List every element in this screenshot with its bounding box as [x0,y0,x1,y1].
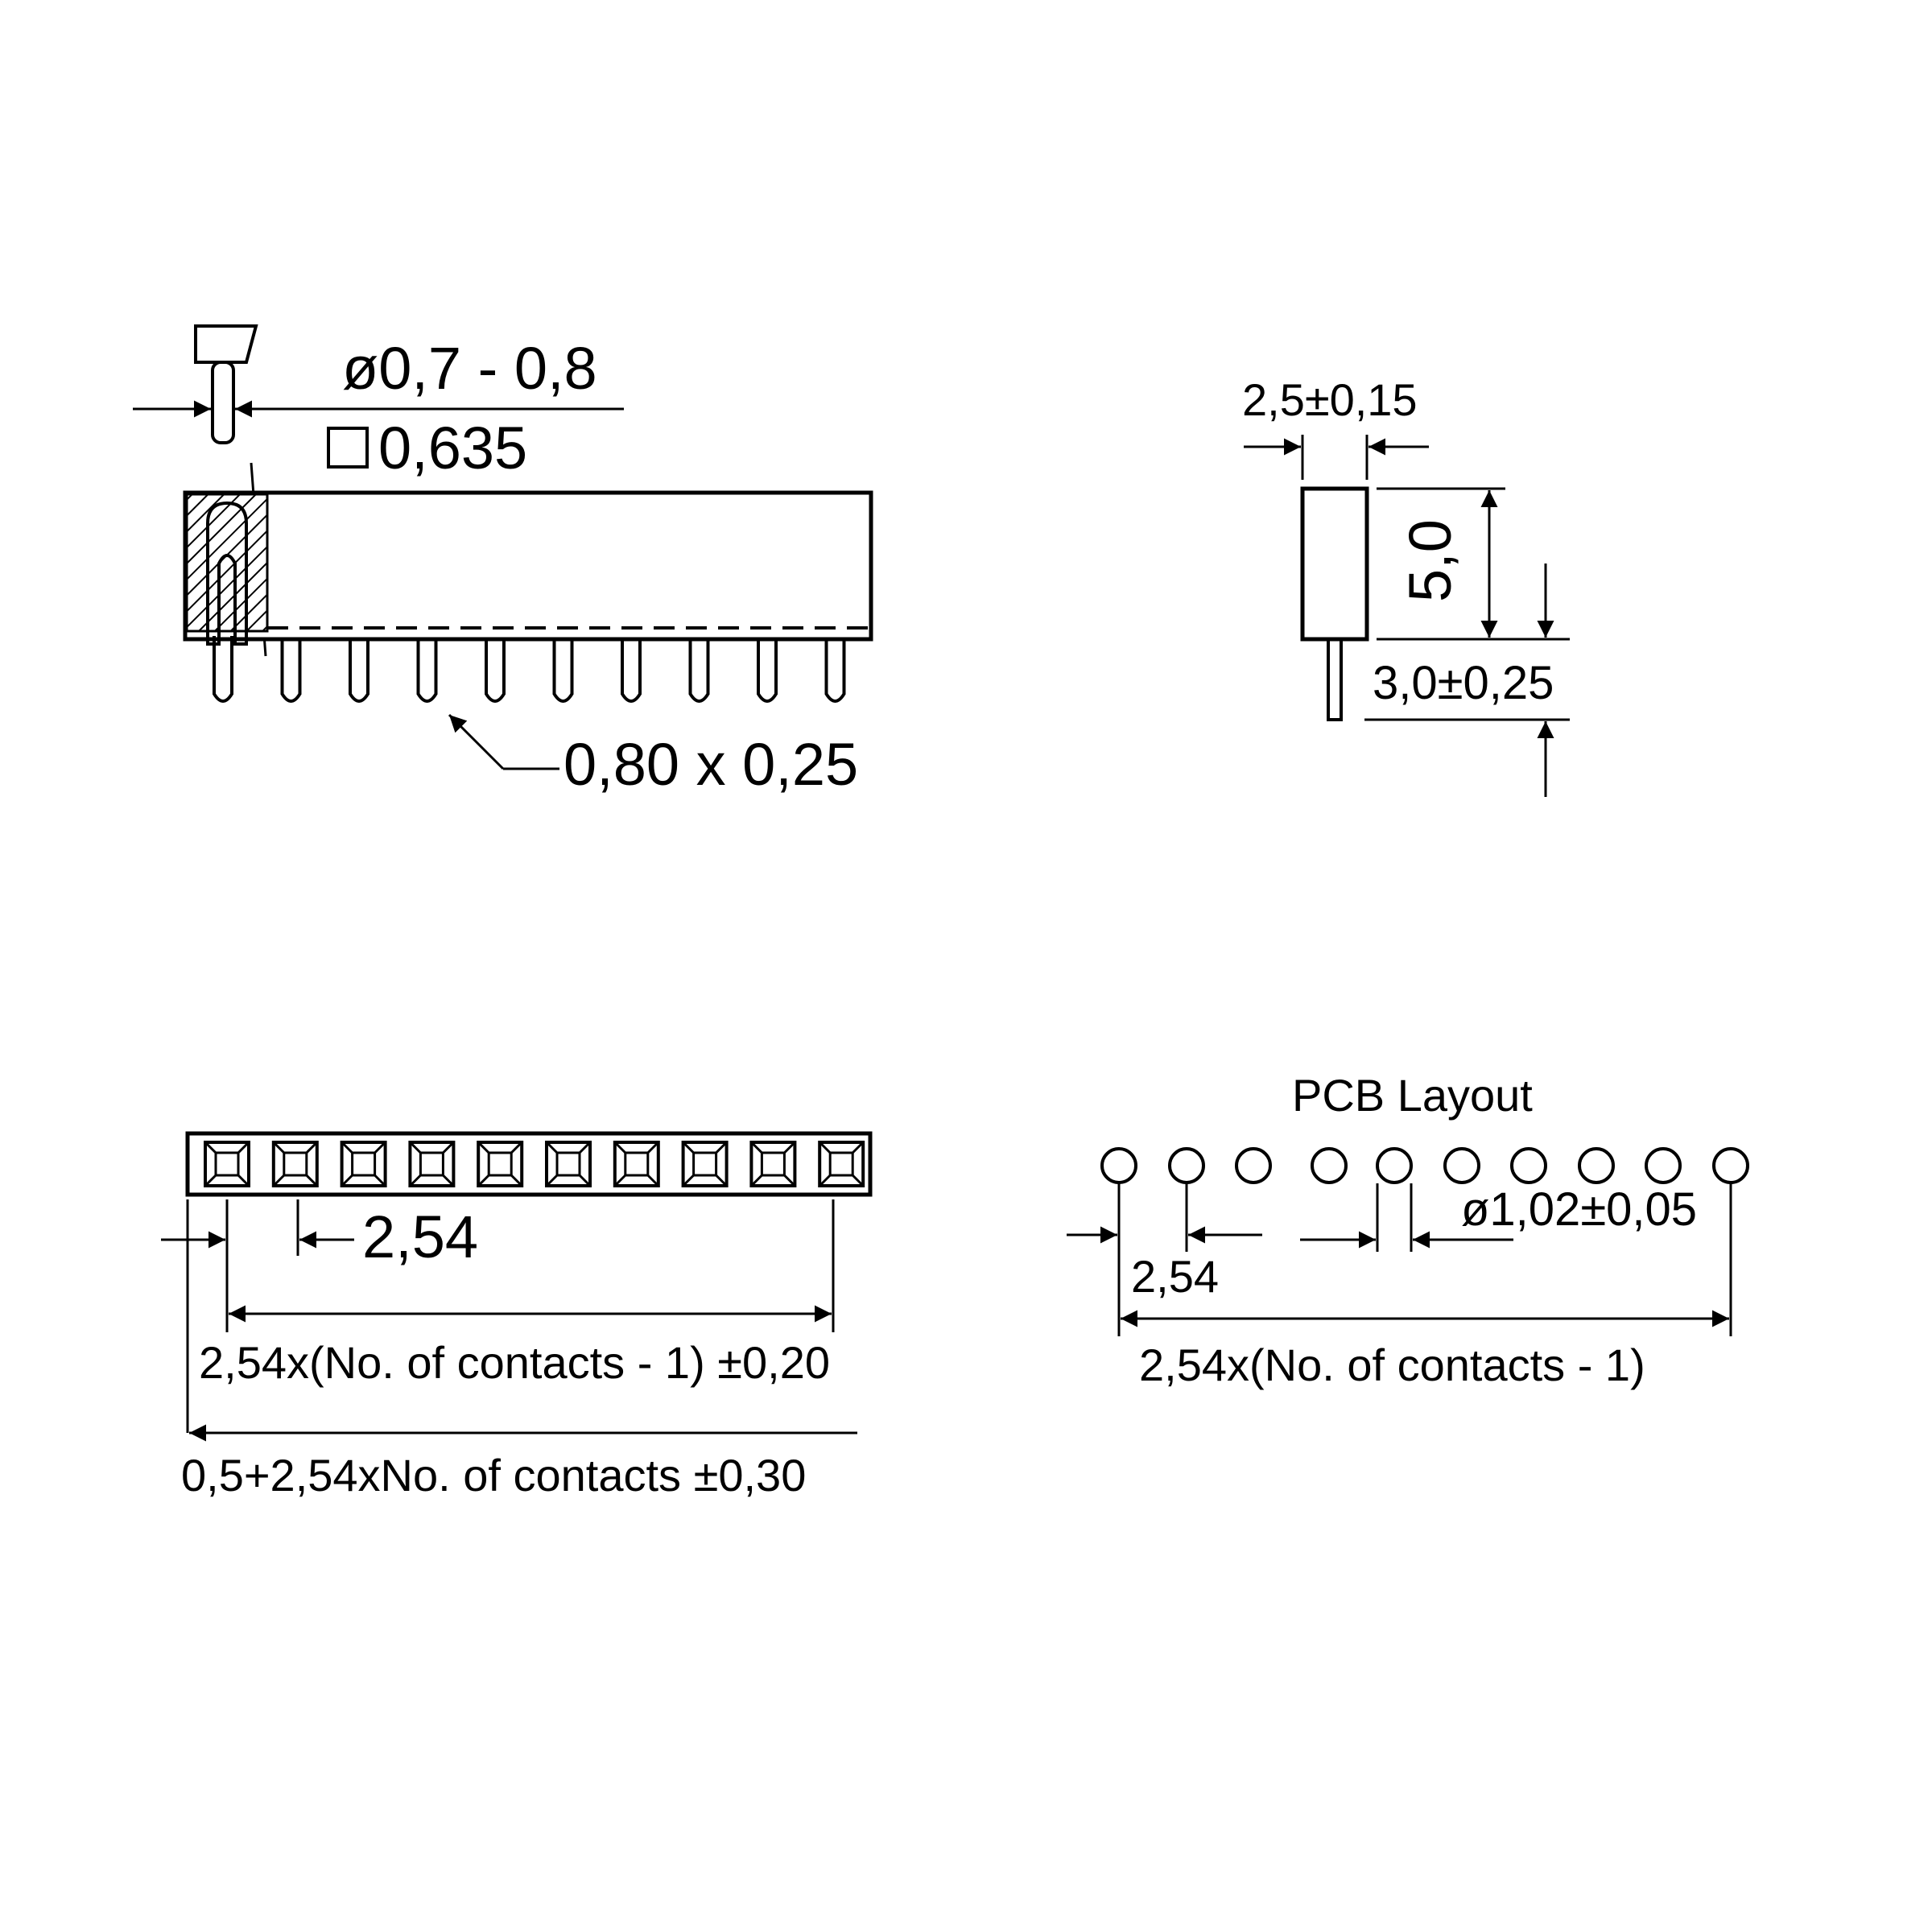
contact-pin [280,641,302,703]
pcb-hole [1443,1147,1480,1184]
pcb-holes [1100,1147,1749,1184]
top-contact-cells [204,1141,865,1187]
top-view: 2,54 2,54x(No. of contacts - 1) ±0,20 0,… [161,1131,873,1501]
contact-cell [818,1141,865,1187]
front-view: ø0,7 - 0,8 0,635 0,80 x 0,25 [133,324,873,798]
contact-cell [340,1141,387,1187]
contact-cell [477,1141,524,1187]
pcb-title: PCB Layout [1292,1070,1533,1121]
contact-cell [613,1141,660,1187]
pcb-hole [1235,1147,1272,1184]
contact-cell [408,1141,456,1187]
top-span-label: 2,54x(No. of contacts - 1) ±0,20 [199,1337,830,1388]
contact-cell [749,1141,797,1187]
pcb-hole [1578,1147,1615,1184]
pcb-hole [1100,1147,1137,1184]
housing-body [183,490,873,642]
pcb-layout: PCB Layout 2,54 ø1,02±0,05 2,54x(No. of … [1067,1070,1749,1390]
top-pitch-label: 2,54 [362,1203,478,1270]
contact-pin [416,641,438,703]
top-total-label: 0,5+2,54xNo. of contacts ±0,30 [181,1450,806,1501]
contact-pin [552,641,574,703]
pcb-hole [1712,1147,1749,1184]
pcb-hole [1168,1147,1205,1184]
pcb-span-label: 2,54x(No. of contacts - 1) [1139,1340,1645,1390]
contact-size-label: 0,80 x 0,25 [564,731,858,798]
side-pin-length-label: 3,0±0,25 [1373,657,1554,709]
square-symbol-icon [327,427,369,469]
pcb-hole [1510,1147,1547,1184]
front-pins [213,636,846,703]
contact-pin [349,641,369,703]
contact-cell [545,1141,592,1187]
pin-diameter-label: ø0,7 - 0,8 [342,335,597,402]
side-pin [1327,638,1343,721]
contact-pin [688,641,710,703]
pcb-hole [1645,1147,1682,1184]
contact-pin [757,641,778,703]
section-hatch [185,493,269,633]
contact-pin [621,641,642,703]
contact-cell [681,1141,729,1187]
pcb-hole [1376,1147,1413,1184]
contact-pin [824,641,846,703]
pcb-hole [1311,1147,1348,1184]
contact-cell [204,1141,250,1187]
contact-pin [485,641,506,703]
side-housing [1300,486,1369,642]
side-view: 2,5±0,15 5,0 3,0±0,25 [1242,374,1570,797]
side-height-label: 5,0 [1397,519,1463,602]
contact-pin [213,636,233,703]
side-width-label: 2,5±0,15 [1242,374,1418,425]
contact-cell [271,1141,319,1187]
pcb-hole-label: ø1,02±0,05 [1461,1183,1697,1236]
pin-square-label: 0,635 [378,415,527,481]
pcb-pitch-label: 2,54 [1131,1251,1219,1302]
